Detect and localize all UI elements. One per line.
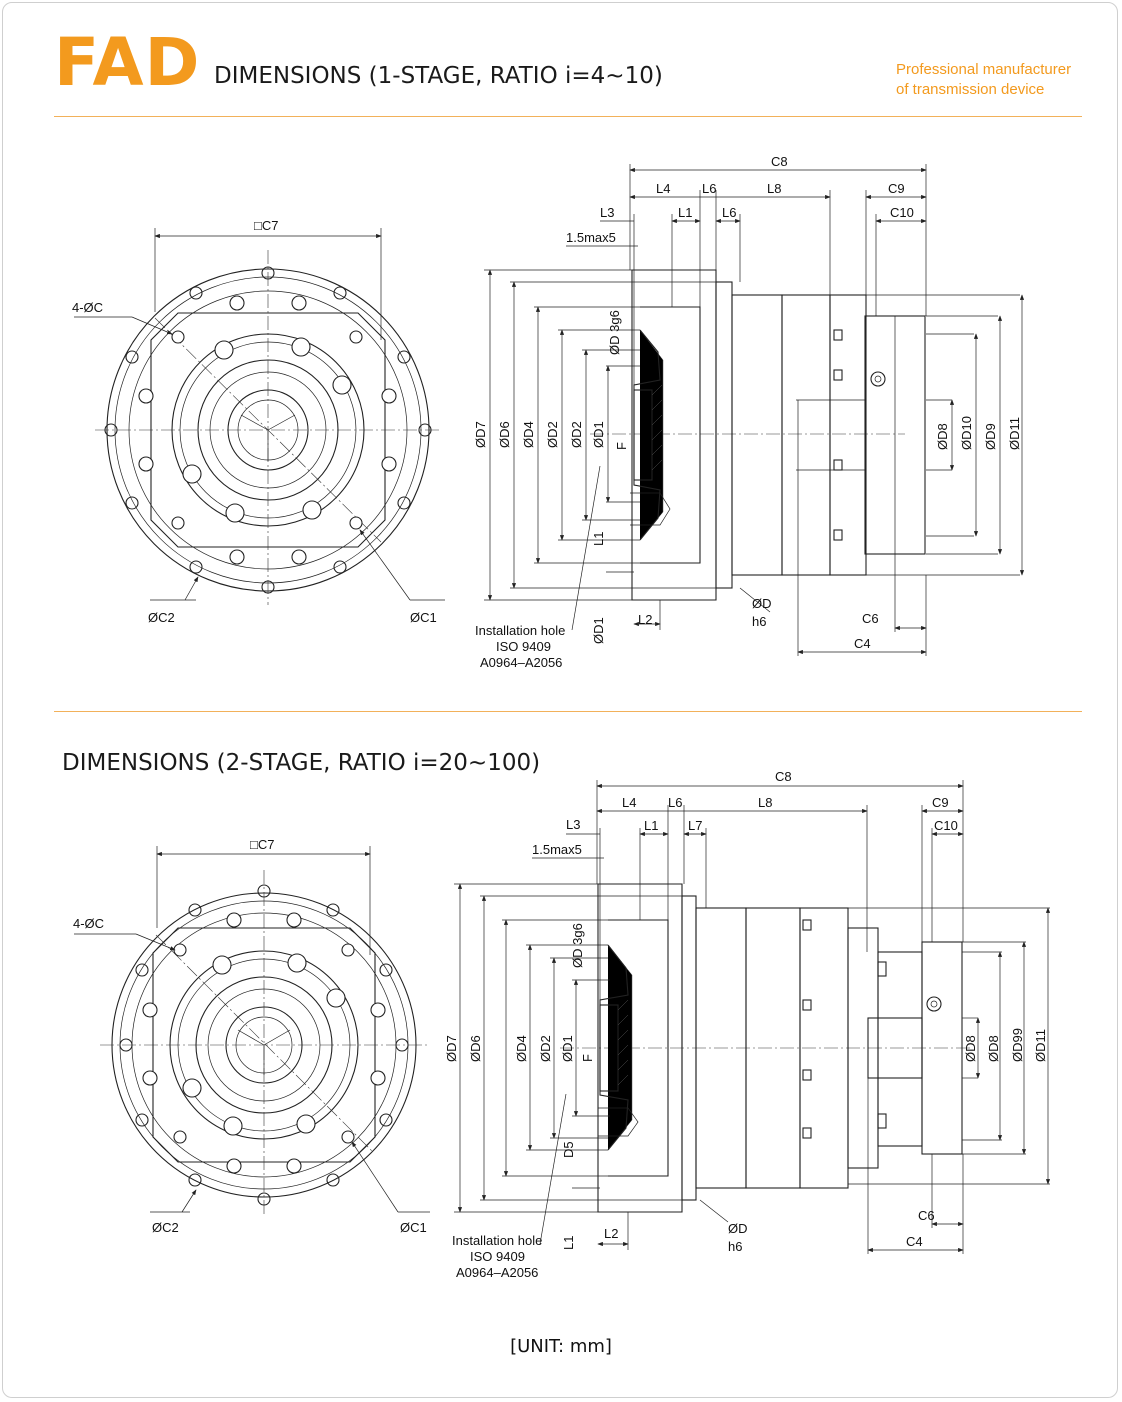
unit-note: [UNIT: mm] (510, 1336, 612, 1357)
label-c2-2: ØC2 (152, 1220, 179, 1235)
inner-bolts-1 (138, 295, 397, 565)
label-l6a-1: L6 (702, 181, 716, 196)
label-d-1: ØD (752, 596, 772, 611)
install-line3-1: A0964–A2056 (480, 655, 562, 670)
label-c-2: 4-ØC (73, 916, 104, 931)
label-d1-1: ØD1 (591, 421, 606, 448)
label-d8-1: ØD8 (935, 423, 950, 450)
label-l4-1: L4 (656, 181, 670, 196)
label-d5-2: D5 (561, 1141, 576, 1158)
install-line1-2: Installation hole (452, 1233, 542, 1248)
label-max-2: 1.5max5 (532, 842, 582, 857)
install-line2-2: ISO 9409 (470, 1249, 525, 1264)
label-d8a-2: ØD8 (963, 1035, 978, 1062)
brand-logo: FAD (54, 24, 201, 101)
label-l6-2: L6 (668, 795, 682, 810)
label-d8b-2: ØD8 (986, 1035, 1001, 1062)
label-d6-2: ØD6 (468, 1035, 483, 1062)
label-d11-1: ØD11 (1007, 417, 1022, 450)
outer-bolt-holes-1 (104, 266, 432, 594)
outer-bolt-holes-2 (119, 884, 409, 1206)
install-line2-1: ISO 9409 (496, 639, 551, 654)
label-l1-2: L1 (644, 818, 658, 833)
inner-bolts-2 (142, 912, 386, 1174)
label-l8-1: L8 (767, 181, 781, 196)
label-d2-2: ØD2 (538, 1035, 553, 1062)
label-max-1: 1.5max5 (566, 230, 616, 245)
label-c1-1: ØC1 (410, 610, 437, 625)
label-c-1: 4-ØC (72, 300, 103, 315)
label-c7-2: □C7 (250, 837, 274, 852)
label-d7-1: ØD7 (473, 421, 488, 448)
section-divider (54, 711, 1082, 712)
label-c7-1: □C7 (254, 218, 278, 233)
label-h6-1: h6 (752, 614, 766, 629)
label-l3-2: L3 (566, 817, 580, 832)
section1-title: DIMENSIONS (1-STAGE, RATIO i=4~10) (214, 63, 663, 89)
label-d4-1: ØD4 (521, 421, 536, 448)
tagline: Professional manufacturer of transmissio… (896, 60, 1071, 100)
label-d4-2: ØD4 (514, 1035, 529, 1062)
install-line3-2: A0964–A2056 (456, 1265, 538, 1280)
front-view-2: □C7 4-ØC ØC2 ØC1 (73, 837, 430, 1235)
label-d3-2: ØD 3g6 (570, 923, 585, 968)
label-d7-2: ØD7 (444, 1035, 459, 1062)
label-l8-2: L8 (758, 795, 772, 810)
label-c8-1: C8 (771, 154, 788, 169)
side-view-1: C8 L4 L6 L8 C9 L3 L1 L6 C10 1.5max5 ØD 3… (473, 154, 1025, 670)
label-c10-2: C10 (934, 818, 958, 833)
label-c9-1: C9 (888, 181, 905, 196)
side-view-2: C8 L4 L6 L8 C9 L3 L1 L7 C10 1.5max5 ØD 3… (444, 769, 1051, 1280)
label-c6-2: C6 (918, 1208, 935, 1223)
label-d1-2: ØD1 (560, 1035, 575, 1062)
tagline-line2: of transmission device (896, 81, 1045, 98)
label-c2-1: ØC2 (148, 610, 175, 625)
label-l2-2: L2 (604, 1226, 618, 1241)
label-f-2: F (580, 1054, 595, 1062)
label-l7-2: L7 (688, 818, 702, 833)
tagline-line1: Professional manufacturer (896, 61, 1072, 78)
label-d9-1: ØD9 (983, 423, 998, 450)
label-c9-2: C9 (932, 795, 949, 810)
label-h6-2: h6 (728, 1239, 742, 1254)
label-c1-2: ØC1 (400, 1220, 427, 1235)
label-d6-1: ØD6 (497, 421, 512, 448)
label-l1b-2: L1 (561, 1236, 576, 1250)
label-d10-1: ØD10 (959, 416, 974, 450)
header-rule (54, 116, 1082, 117)
label-l1-1: L1 (678, 205, 692, 220)
label-l6b-1: L6 (722, 205, 736, 220)
label-d-2: ØD (728, 1221, 748, 1236)
label-c10-1: C10 (890, 205, 914, 220)
front-view-1: □C7 4-ØC ØC2 ØC1 (72, 218, 445, 625)
label-d11-2: ØD11 (1033, 1029, 1048, 1062)
install-line1-1: Installation hole (475, 623, 565, 638)
label-d99-2: ØD99 (1010, 1028, 1025, 1062)
label-f-1: F (614, 442, 629, 450)
label-d1b-1: ØD1 (591, 617, 606, 644)
label-l2-1: L2 (638, 612, 652, 627)
label-d2a-1: ØD2 (545, 421, 560, 448)
label-c6-1: C6 (862, 611, 879, 626)
label-d2b-1: ØD2 (569, 421, 584, 448)
label-d3-1: ØD 3g6 (607, 310, 622, 355)
label-l4-2: L4 (622, 795, 636, 810)
label-c4-2: C4 (906, 1234, 923, 1249)
label-l3-1: L3 (600, 205, 614, 220)
label-c8-2: C8 (775, 769, 792, 784)
label-c4-1: C4 (854, 636, 871, 651)
label-l1b-1: L1 (591, 532, 606, 546)
section2-title: DIMENSIONS (2-STAGE, RATIO i=20~100) (62, 750, 541, 776)
